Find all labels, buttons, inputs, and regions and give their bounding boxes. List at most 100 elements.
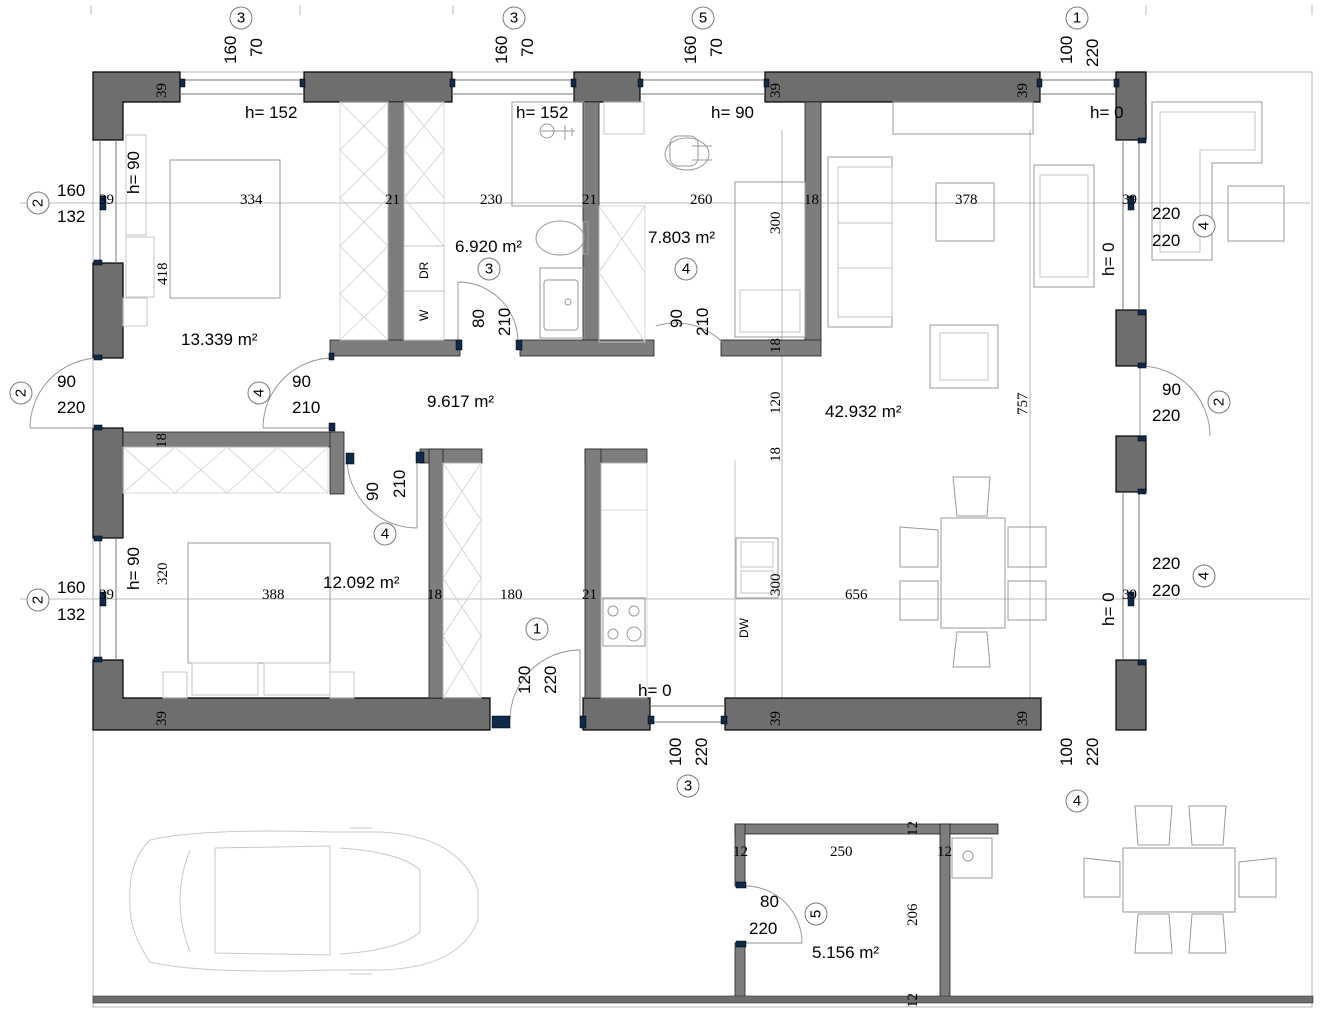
fixture-labels: DR W DW	[417, 261, 751, 638]
sill-height: h= 152	[245, 103, 297, 122]
dim-value: 39	[1122, 192, 1137, 208]
opening-mark: 2	[30, 199, 47, 207]
dim-value: 180	[500, 587, 523, 603]
car-outline	[129, 827, 479, 975]
opening-mark: 2	[30, 596, 47, 604]
sill-height: h= 0	[1099, 242, 1118, 276]
windows	[99, 79, 1140, 723]
dim-value: 39	[768, 711, 784, 726]
opening-height: 210	[495, 308, 514, 336]
room-area-living: 42.932 m²	[825, 402, 902, 421]
dryer-label: DR	[417, 261, 431, 279]
dim-value: 18	[427, 587, 442, 603]
opening-mark: 3	[237, 10, 245, 27]
dim-value: 12	[733, 844, 748, 860]
dim-value: 18	[768, 338, 784, 353]
dim-value: 39	[154, 83, 170, 98]
dim-value: 206	[905, 903, 921, 926]
sill-height: h= 152	[516, 103, 568, 122]
opening-height: 220	[1083, 39, 1102, 67]
washer-label: W	[417, 309, 431, 321]
dim-value: 39	[1015, 711, 1031, 726]
dim-value: 250	[830, 844, 853, 860]
room-area-hall: 9.617 m²	[427, 392, 494, 411]
dim-value: 300	[768, 574, 784, 597]
sill-height: h= 90	[124, 547, 143, 590]
opening-height: 220	[57, 398, 85, 417]
door-swings	[29, 281, 1211, 944]
opening-width: 160	[221, 36, 240, 64]
opening-mark: 4	[682, 261, 690, 278]
opening-width: 90	[363, 482, 382, 501]
opening-mark: 3	[510, 10, 518, 27]
sill-height: h= 0	[638, 681, 672, 700]
dim-value: 18	[804, 192, 819, 208]
dim-value: 378	[955, 192, 978, 208]
sill-heights: h= 152 h= 152 h= 90 h= 0 h= 90 h= 90 h= …	[124, 103, 1124, 700]
opening-width: 160	[492, 36, 511, 64]
opening-mark: 4	[1196, 572, 1213, 580]
hinges	[93, 78, 1147, 948]
opening-height: 210	[390, 470, 409, 498]
opening-height: 210	[292, 398, 320, 417]
room-area-office: 7.803 m²	[648, 228, 715, 247]
opening-mark: 1	[533, 621, 541, 638]
dimensions: 39 334 21 230 21 260 18 378 39 39 388 18…	[99, 83, 1137, 1008]
opening-width: 120	[515, 666, 534, 694]
opening-width: 80	[469, 309, 488, 328]
dim-value: 21	[582, 192, 597, 208]
opening-mark: 1	[1073, 10, 1081, 27]
opening-width: 220	[1152, 554, 1180, 573]
room-area-bathroom: 6.920 m²	[455, 237, 522, 256]
dim-value: 39	[99, 587, 114, 603]
opening-height: 220	[1152, 581, 1180, 600]
opening-mark: 4	[251, 389, 268, 397]
opening-height: 220	[749, 919, 777, 938]
opening-height: 220	[692, 738, 711, 766]
opening-width: 220	[1152, 204, 1180, 223]
dim-value: 230	[480, 192, 503, 208]
opening-width: 90	[57, 372, 76, 391]
sill-height: h= 90	[124, 151, 143, 194]
dim-value: 39	[768, 83, 784, 98]
dim-value: 757	[1015, 392, 1031, 415]
dim-value: 120	[768, 392, 784, 415]
dim-value: 260	[690, 192, 713, 208]
dim-value: 300	[768, 212, 784, 235]
opening-mark: 4	[381, 526, 389, 543]
dim-value: 12	[937, 844, 952, 860]
opening-height: 220	[1083, 738, 1102, 766]
furniture	[122, 101, 1285, 699]
opening-width: 100	[666, 738, 685, 766]
sill-height: h= 0	[1099, 592, 1118, 626]
opening-mark: 3	[485, 261, 493, 278]
opening-markers: 3 3 5 1 2 4 2 4 3 4 2 4 2 4 1 3 4 5	[9, 6, 1231, 926]
opening-width: 100	[1057, 738, 1076, 766]
opening-mark: 2	[1211, 398, 1228, 406]
room-area-bedroom-1: 13.339 m²	[181, 330, 258, 349]
dim-value: 388	[262, 587, 285, 603]
dim-value: 39	[1122, 587, 1137, 603]
opening-height: 70	[247, 38, 266, 57]
site-lines	[20, 5, 1313, 1008]
room-areas: 13.339 m² 6.920 m² 7.803 m² 9.617 m² 42.…	[181, 228, 902, 962]
opening-width: 160	[681, 36, 700, 64]
opening-width: 160	[57, 181, 85, 200]
dim-value: 21	[582, 587, 597, 603]
opening-mark: 4	[1073, 793, 1081, 810]
dim-value: 320	[155, 563, 171, 586]
dim-value: 18	[768, 447, 784, 462]
opening-mark: 3	[684, 778, 692, 795]
opening-mark: 5	[808, 910, 825, 918]
dim-value: 418	[155, 263, 171, 286]
opening-height: 70	[707, 38, 726, 57]
opening-height: 70	[518, 38, 537, 57]
dim-value: 18	[154, 433, 170, 448]
dim-value: 12	[905, 993, 921, 1008]
opening-width: 90	[1162, 380, 1181, 399]
dim-value: 39	[154, 711, 170, 726]
dim-value: 334	[240, 192, 263, 208]
opening-width: 90	[292, 372, 311, 391]
opening-mark: 4	[1196, 222, 1213, 230]
